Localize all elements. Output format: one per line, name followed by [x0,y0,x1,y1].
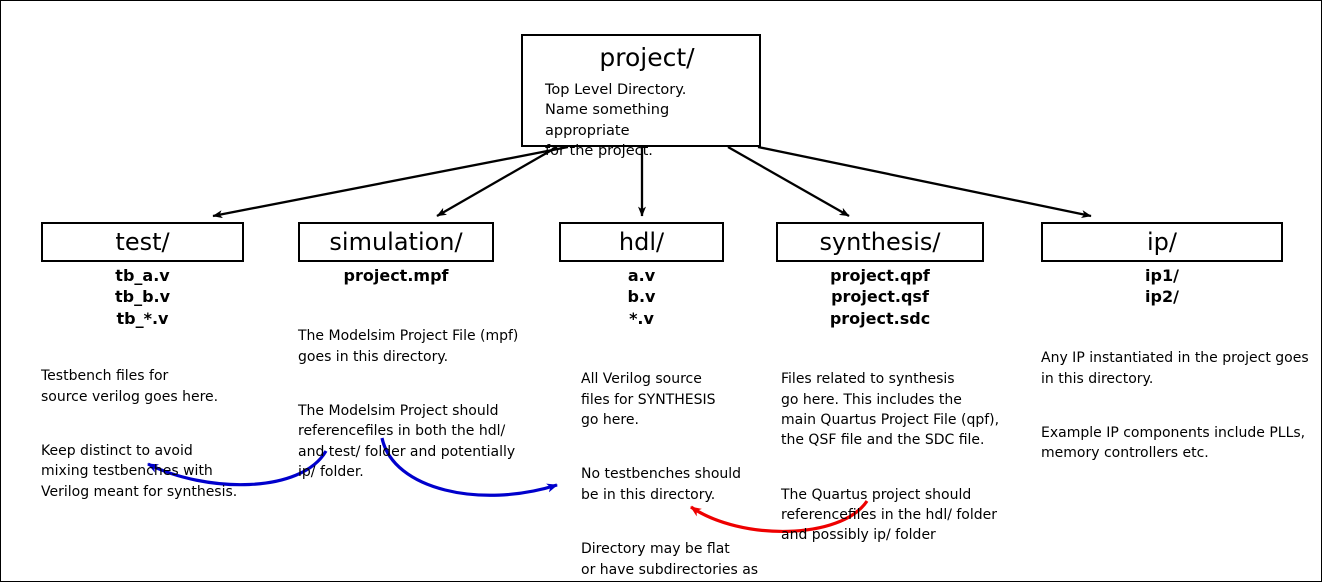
file-list-hdl: a.v b.v *.v [627,266,656,328]
note-simulation: The Modelsim Project File (mpf) goes in … [298,306,533,503]
note-hdl-2: Directory may be flat or have subdirecto… [581,541,759,578]
connector-project-to-test [212,145,569,219]
file-list-test: tb_a.v tb_b.v tb_*.v [114,266,171,328]
node-simulation[interactable]: simulation/ [298,222,494,262]
note-synthesis-1: The Quartus project should referencefile… [781,486,998,544]
note-test-1: Keep distinct to avoid mixing testbenche… [41,443,238,500]
node-synthesis[interactable]: synthesis/ [776,222,984,262]
node-test[interactable]: test/ [41,222,244,262]
note-test-0: Testbench files for source verilog goes … [41,368,219,405]
node-hdl-title: hdl/ [618,227,665,256]
file-list-synthesis: project.qpf project.qsf project.sdc [829,266,931,328]
note-synthesis: Files related to synthesis go here. This… [781,349,1013,566]
node-hdl[interactable]: hdl/ [559,222,724,262]
connector-project-to-simulation [436,146,558,217]
file-list-ip: ip1/ ip2/ [1145,266,1179,307]
node-project-title: project/ [599,43,695,72]
node-ip[interactable]: ip/ [1041,222,1283,262]
node-synthesis-title: synthesis/ [819,227,941,256]
file-list-simulation: project.mpf [343,266,449,285]
note-test: Testbench files for source verilog goes … [41,346,291,522]
note-ip: Any IP instantiated in the project goes … [1041,328,1321,484]
note-simulation-0: The Modelsim Project File (mpf) goes in … [298,328,519,365]
note-synthesis-0: Files related to synthesis go here. This… [781,371,1000,449]
note-hdl: All Verilog source files for SYNTHESIS g… [581,349,776,581]
note-hdl-1: No testbenches should be in this directo… [581,466,742,503]
note-ip-1: Example IP components include PLLs, memo… [1041,425,1306,462]
node-test-title: test/ [115,227,170,256]
node-project[interactable]: project/ Top Level Directory. Name somet… [521,34,761,159]
note-ip-0: Any IP instantiated in the project goes … [1041,350,1309,387]
node-project-description: Top Level Directory. Name something appr… [545,81,687,160]
node-ip-title: ip/ [1147,227,1177,256]
connector-project-to-ip [757,145,1092,219]
note-hdl-0: All Verilog source files for SYNTHESIS g… [581,371,716,428]
node-simulation-title: simulation/ [329,227,463,256]
note-simulation-1: The Modelsim Project should referencefil… [298,403,516,481]
